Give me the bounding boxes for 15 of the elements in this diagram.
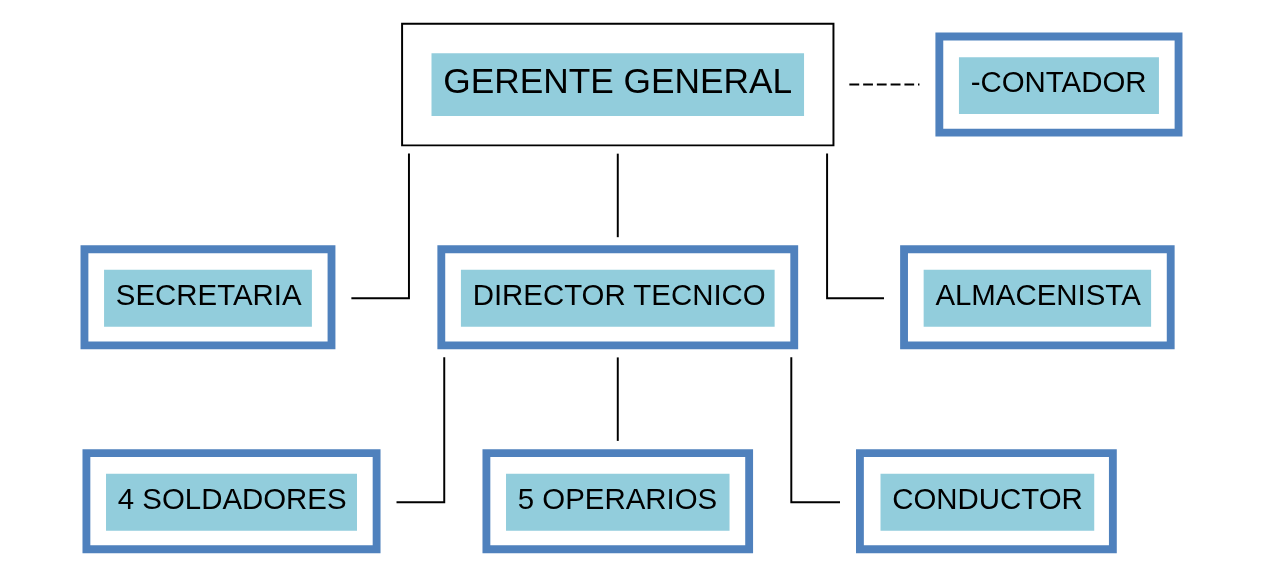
node-box: 4 SOLDADORES (82, 449, 381, 554)
connector (395, 356, 445, 504)
node-box: GERENTE GENERAL (400, 22, 834, 147)
node-box: -CONTADOR (934, 32, 1182, 137)
node-box: DIRECTOR TECNICO (436, 245, 798, 350)
connector (789, 356, 841, 504)
connector (616, 152, 619, 239)
connector (825, 152, 885, 300)
node-box: SECRETARIA (80, 245, 335, 350)
connector (349, 152, 410, 300)
connector (616, 356, 619, 442)
connector (847, 83, 920, 86)
node-box: CONDUCTOR (855, 449, 1117, 554)
node-box: 5 OPERARIOS (481, 449, 753, 554)
node-box: ALMACENISTA (899, 245, 1175, 350)
